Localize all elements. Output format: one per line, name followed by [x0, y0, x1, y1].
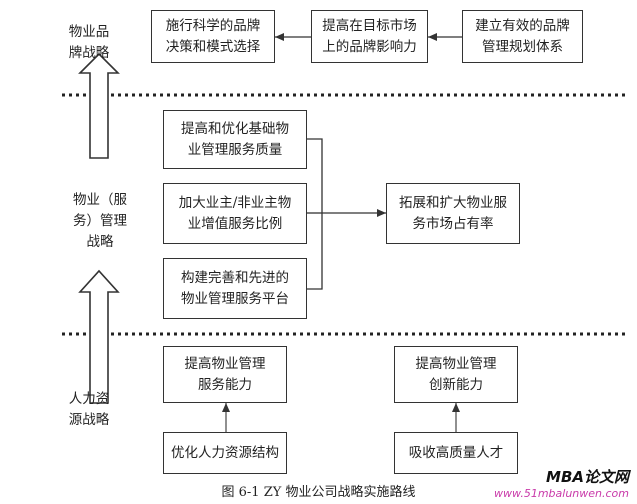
node-p3: 构建完善和先进的 物业管理服务平台 [163, 258, 307, 319]
bracket-p1-p3 [307, 138, 323, 290]
node-b3: 建立有效的品牌 管理规划体系 [462, 10, 583, 63]
node-p4: 拓展和扩大物业服 务市场占有率 [386, 183, 520, 244]
node-h1-text: 提高物业管理 服务能力 [184, 355, 266, 393]
node-h3: 优化人力资源结构 [163, 432, 287, 474]
figure-caption: 图 6-1 ZY 物业公司战略实施路线 [221, 485, 416, 500]
node-h2-text: 提高物业管理 创新能力 [415, 355, 497, 393]
node-p1-text: 提高和优化基础物 业管理服务质量 [181, 120, 289, 158]
up-arrow-property-to-brand [78, 52, 120, 159]
node-p1: 提高和优化基础物 业管理服务质量 [163, 110, 307, 169]
node-b3-text: 建立有效的品牌 管理规划体系 [475, 17, 570, 55]
node-p2: 加大业主/非业主物 业增值服务比例 [163, 183, 307, 244]
node-h4-text: 吸收高质量人才 [408, 444, 504, 461]
watermark-url: www.51mbalunwen.com [494, 487, 629, 500]
node-p4-text: 拓展和扩大物业服 务市场占有率 [399, 194, 507, 232]
watermark-brand: MBA论文网 [546, 468, 629, 486]
section-label-brand: 物业品 牌战略 [68, 24, 110, 61]
node-b2-text: 提高在目标市场 上的品牌影响力 [322, 17, 417, 55]
node-p3-text: 构建完善和先进的 物业管理服务平台 [181, 269, 289, 307]
up-arrow-hr-to-property [78, 269, 120, 404]
node-b1-text: 施行科学的品牌 决策和模式选择 [165, 17, 261, 55]
node-p2-text: 加大业主/非业主物 业增值服务比例 [178, 194, 292, 232]
section-label-property: 物业（服 务）管理 战略 [73, 192, 127, 250]
node-h2: 提高物业管理 创新能力 [394, 346, 518, 403]
section-label-hr: 人力资 源战略 [68, 391, 110, 428]
node-h3-text: 优化人力资源结构 [171, 444, 279, 461]
node-b2: 提高在目标市场 上的品牌影响力 [311, 10, 428, 63]
node-b1: 施行科学的品牌 决策和模式选择 [151, 10, 275, 63]
node-h1: 提高物业管理 服务能力 [163, 346, 287, 403]
node-h4: 吸收高质量人才 [394, 432, 518, 474]
